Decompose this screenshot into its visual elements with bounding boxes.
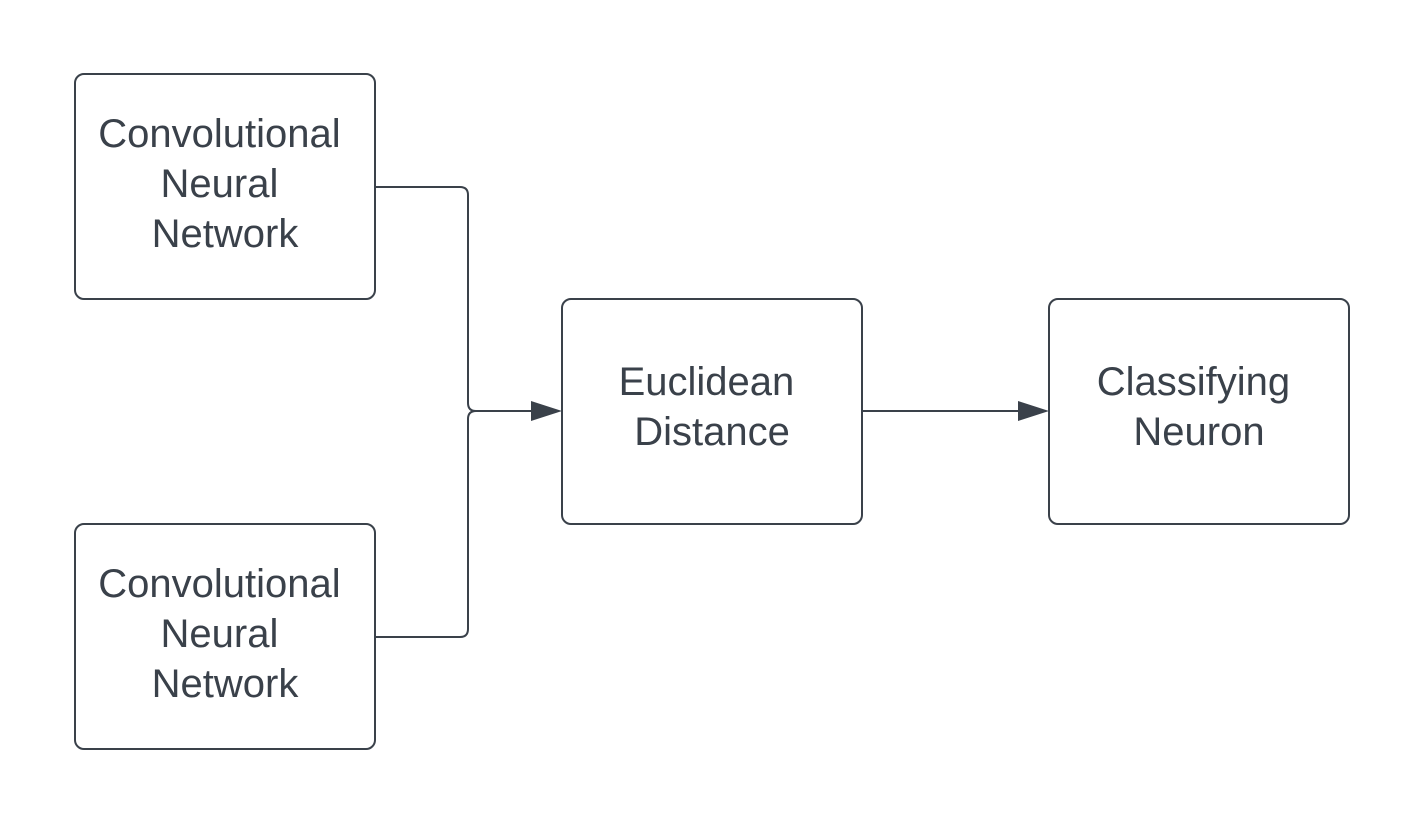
node-classifying-neuron-box bbox=[1048, 298, 1350, 525]
arrowhead-classifying-icon bbox=[1018, 401, 1049, 421]
node-cnn-bottom[interactable]: Convolutional Neural Network bbox=[74, 523, 376, 750]
node-euclidean-distance-label: Euclidean Distance bbox=[619, 360, 806, 454]
node-classifying-neuron-label: Classifying Neuron bbox=[1097, 360, 1302, 454]
node-classifying-neuron[interactable]: Classifying Neuron bbox=[1048, 298, 1350, 525]
edge-cnn-bottom-to-euclidean bbox=[375, 410, 535, 638]
edge-cnn-top-to-euclidean bbox=[375, 186, 535, 412]
node-cnn-bottom-line-3: Network bbox=[152, 662, 300, 706]
node-classifying-neuron-line-1: Classifying bbox=[1097, 360, 1290, 404]
arrowhead-euclidean-icon bbox=[531, 401, 562, 421]
node-cnn-top-line-3: Network bbox=[152, 212, 300, 256]
node-euclidean-distance-line-2: Distance bbox=[634, 410, 790, 454]
node-cnn-top-line-1: Convolutional bbox=[98, 112, 340, 156]
node-cnn-top-line-2: Neural bbox=[161, 162, 279, 206]
node-cnn-top-box bbox=[74, 73, 376, 300]
node-cnn-bottom-box bbox=[74, 523, 376, 750]
node-cnn-bottom-label: Convolutional Neural Network bbox=[98, 562, 352, 706]
node-classifying-neuron-line-2: Neuron bbox=[1133, 410, 1264, 454]
node-euclidean-distance-box bbox=[561, 298, 863, 525]
node-cnn-top-label: Convolutional Neural Network bbox=[98, 112, 352, 256]
node-euclidean-distance-line-1: Euclidean bbox=[619, 360, 795, 404]
node-cnn-top[interactable]: Convolutional Neural Network bbox=[74, 73, 376, 300]
node-cnn-bottom-line-1: Convolutional bbox=[98, 562, 340, 606]
node-cnn-bottom-line-2: Neural bbox=[161, 612, 279, 656]
node-euclidean-distance[interactable]: Euclidean Distance bbox=[561, 298, 863, 525]
